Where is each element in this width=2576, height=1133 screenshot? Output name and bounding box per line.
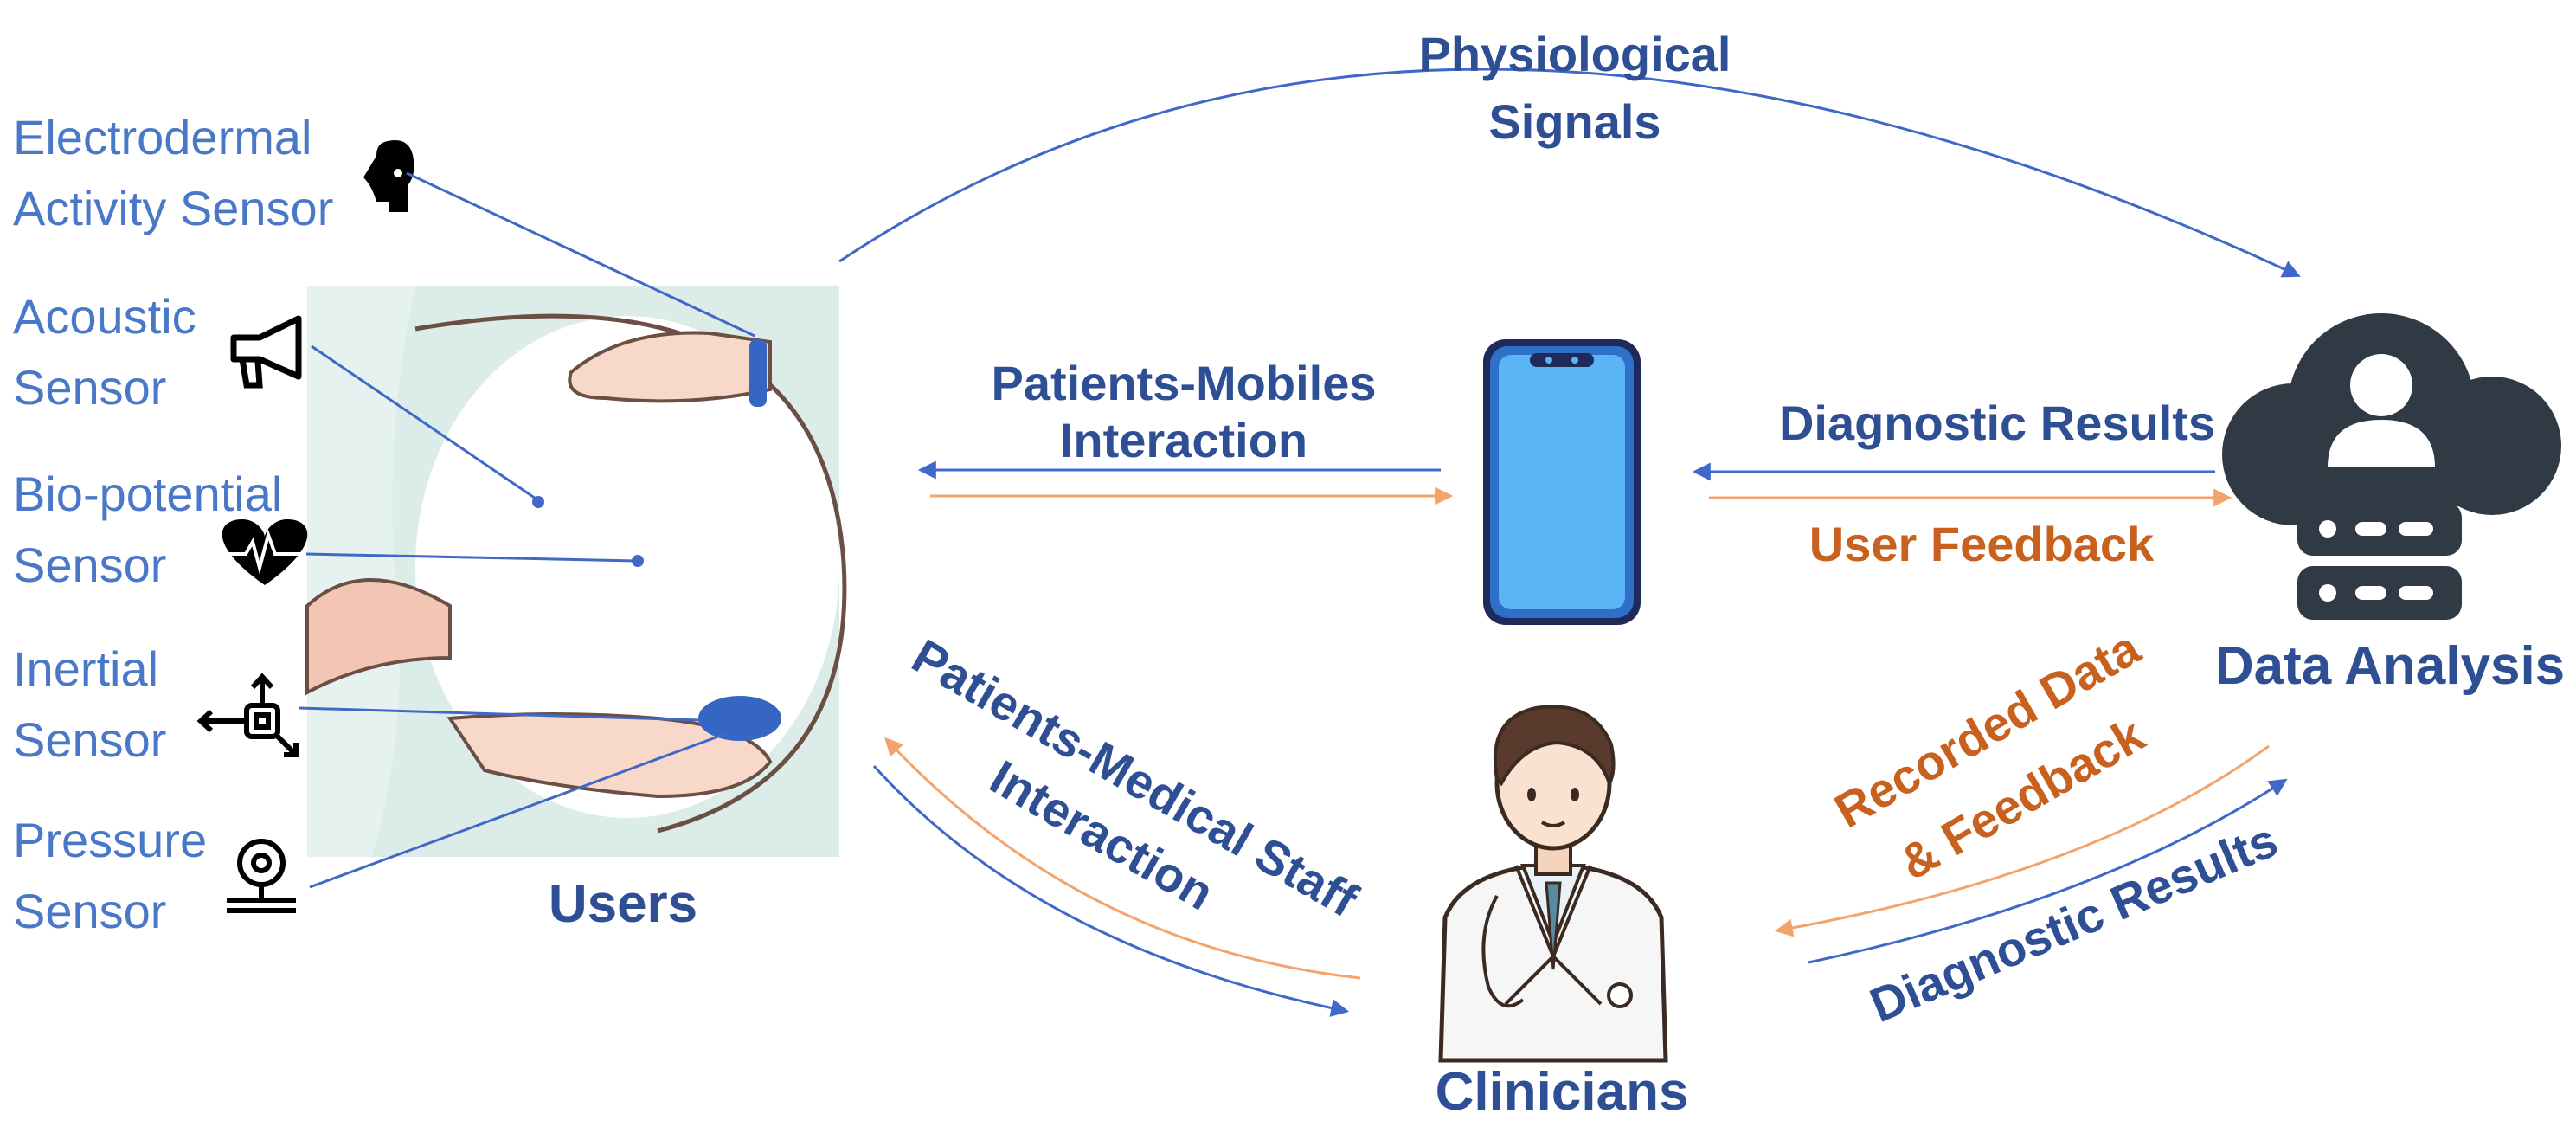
inertial-label-line2: Sensor (13, 712, 166, 767)
users-illustration (305, 286, 847, 857)
clinician-to-analysis-arrow (1774, 744, 2270, 937)
move-arrows-icon (196, 673, 299, 757)
user-feedback-label: User Feedback (1809, 517, 2155, 571)
analysis-to-clinician-arrow (1808, 778, 2288, 964)
acoustic-label-line2: Sensor (13, 360, 166, 415)
user-to-clinician-arrow (872, 764, 1350, 1017)
sensor-inertial: Inertial Sensor (13, 641, 299, 767)
diagnostic-results-top-label: Diagnostic Results (1779, 396, 2215, 450)
physiological-label-line2: Signals (1488, 94, 1661, 149)
patients-mobiles-label-line1: Patients-Mobiles (992, 356, 1377, 410)
gauge-icon (227, 839, 296, 913)
heart-pulse-icon (222, 519, 308, 585)
inertial-label-line1: Inertial (13, 641, 158, 696)
inertial-leader-line (299, 706, 702, 722)
head-icon (363, 139, 414, 212)
biopotential-leader-line (305, 552, 637, 563)
clinicians-label: Clinicians (1436, 1062, 1689, 1122)
acoustic-label-line1: Acoustic (13, 289, 196, 344)
patients-mobiles-label-line2: Interaction (1060, 413, 1307, 467)
wrist-sensor (749, 339, 767, 407)
eda-leader-line (406, 171, 755, 338)
cloud-server-icon (2222, 313, 2561, 620)
pressure-leader-line (309, 732, 726, 889)
sensor-acoustic: Acoustic Sensor (13, 289, 302, 415)
megaphone-icon (230, 315, 302, 389)
data-analysis-label: Data Analysis (2215, 636, 2565, 696)
physiological-signals-arrow (838, 68, 2301, 278)
sensor-biopotential: Bio-potential Sensor (13, 467, 308, 592)
users-label: Users (549, 874, 697, 934)
pressure-label-line2: Sensor (13, 884, 166, 938)
acoustic-point (532, 496, 544, 508)
physiological-label-line1: Physiological (1419, 27, 1731, 81)
sensor-eda: Electrodermal Activity Sensor (13, 110, 414, 235)
eda-label-line2: Activity Sensor (13, 181, 333, 235)
sensor-pressure: Pressure Sensor (13, 813, 296, 938)
abdominal-patch-sensor (698, 696, 781, 741)
biopotential-point (632, 555, 644, 567)
smartphone-icon (1483, 339, 1641, 625)
clinician-to-user-arrow (884, 737, 1361, 980)
biopotential-label-line2: Sensor (13, 538, 166, 592)
eda-label-line1: Electrodermal (13, 110, 312, 164)
biopotential-label-line1: Bio-potential (13, 467, 282, 521)
pressure-label-line1: Pressure (13, 813, 207, 867)
acoustic-leader-line (311, 344, 539, 502)
doctor-icon (1438, 705, 1668, 1063)
